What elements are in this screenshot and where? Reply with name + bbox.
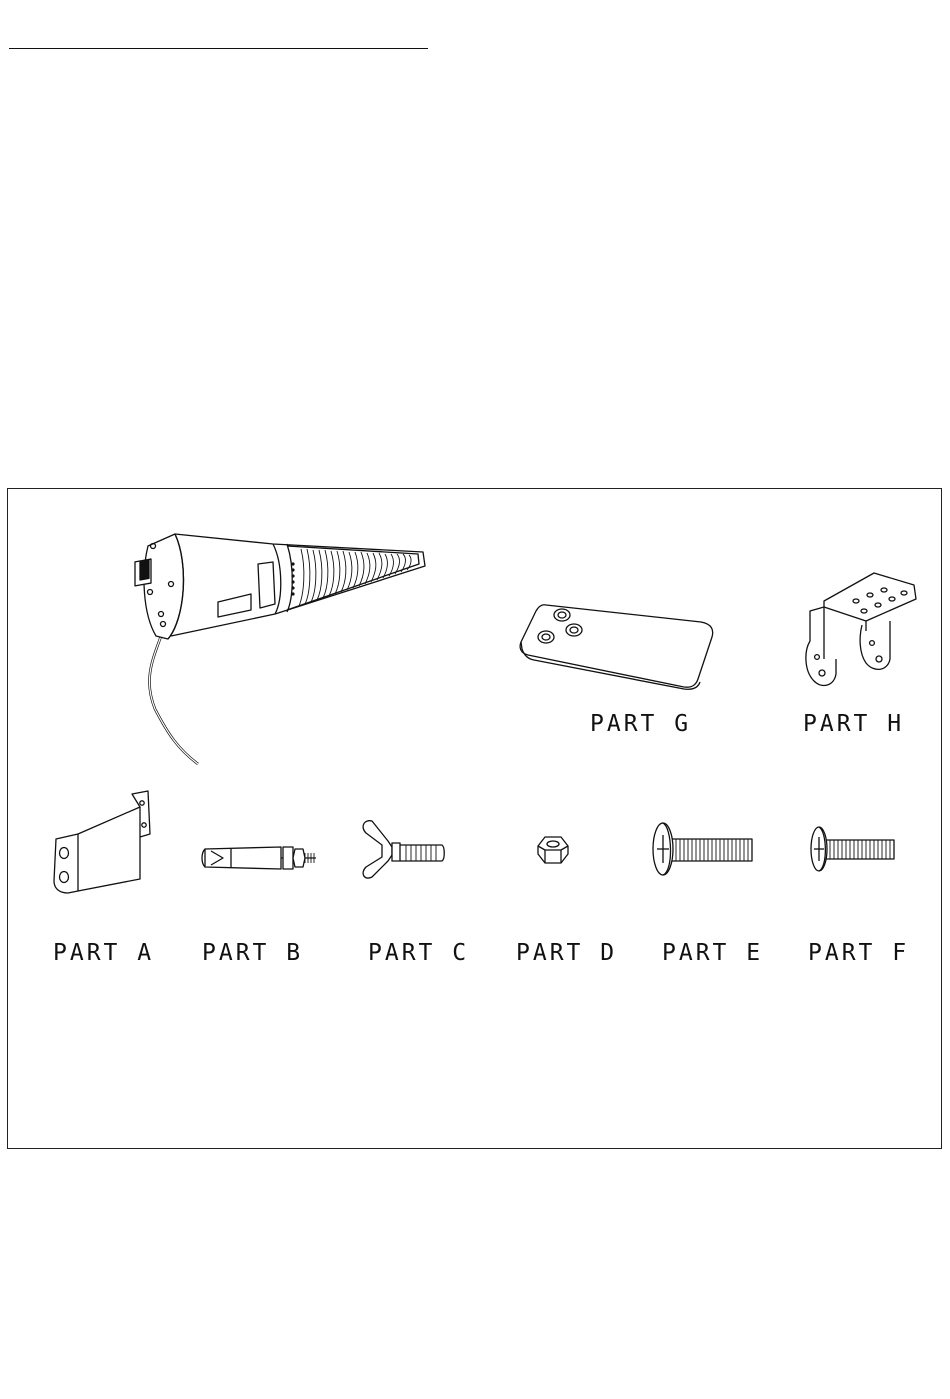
part-h-bracket-drawing [804,571,924,696]
header-rule [9,48,428,49]
part-f-label: PART F [808,940,909,966]
part-d-nut-drawing [536,834,570,866]
heater-drawing [123,524,428,769]
part-h-label: PART H [803,711,904,737]
part-b-anchor-drawing [201,839,319,879]
part-c-wingbolt-drawing [358,815,448,885]
part-f-screw-drawing [808,823,898,875]
part-e-screw-drawing [650,819,755,879]
part-e-label: PART E [662,940,763,966]
part-a-bracket-drawing [48,789,158,899]
part-g-remote-drawing [516,597,716,692]
part-d-label: PART D [516,940,617,966]
parts-panel: PART G PART H [7,488,942,1149]
part-a-label: PART A [53,940,154,966]
part-c-label: PART C [368,940,469,966]
part-b-label: PART B [202,940,303,966]
part-g-label: PART G [590,711,691,737]
